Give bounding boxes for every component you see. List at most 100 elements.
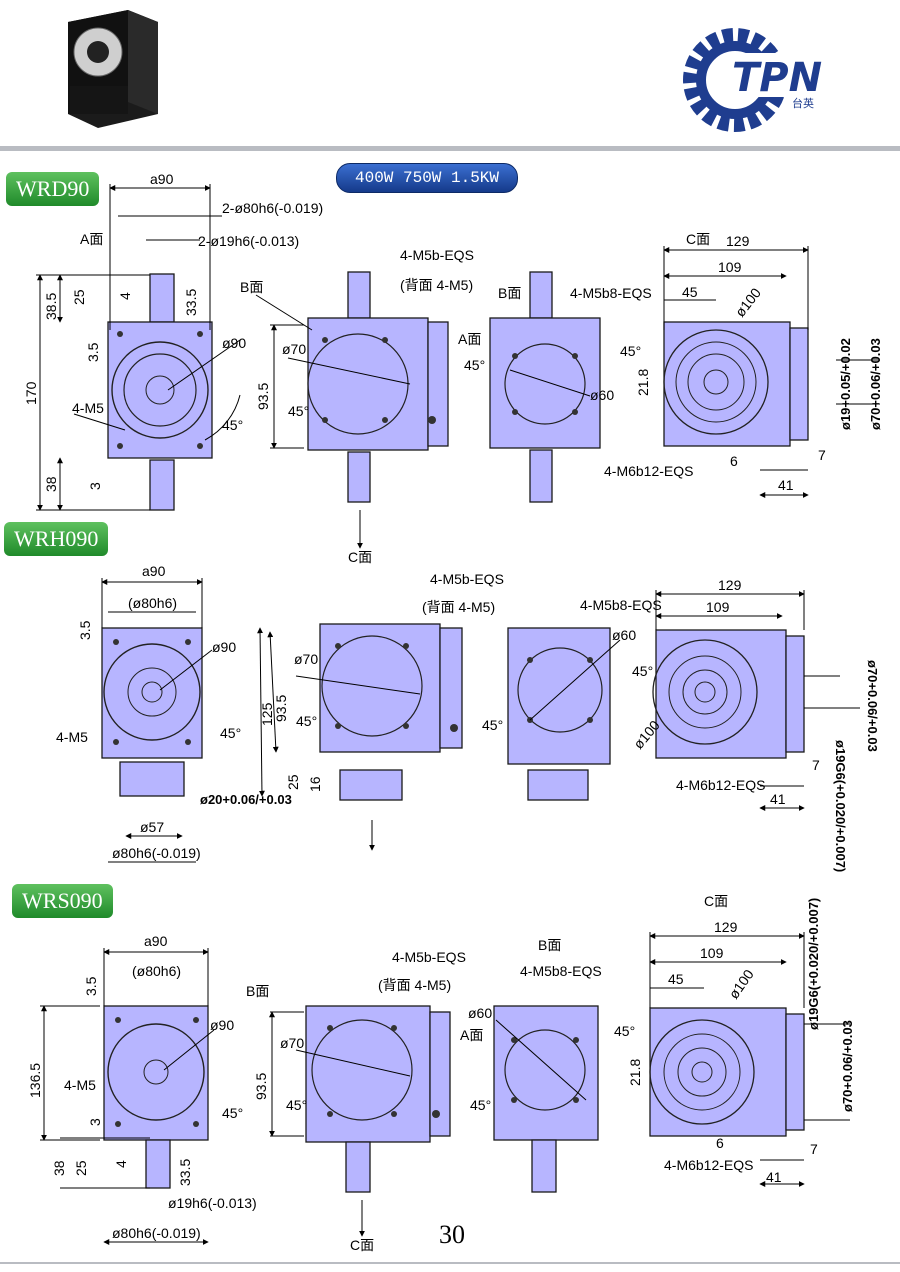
s3-face-b: B面 [246,983,269,999]
s1-d109: 109 [718,259,742,275]
s1-d100: ø100 [732,285,764,320]
s1-d70b: ø70+0.06/+0.03 [868,338,883,430]
s2-d25: 25 [285,774,301,790]
s3-d41: 41 [766,1169,782,1185]
s3-d19g: ø19G6(+0.020/+0.007) [806,898,821,1030]
s2-d80: (ø80h6) [128,595,177,611]
s1-a45b: 45° [288,403,309,419]
s1-d19: 2-ø19h6(-0.013) [198,233,299,249]
s3-m5b-back: (背面 4-M5) [378,977,451,993]
s3-face-c: C面 [350,1237,374,1253]
s1-d21-8: 21.8 [635,369,651,396]
s1-d3: 3 [87,482,103,490]
s3-d136-5: 136.5 [27,1063,43,1098]
s1-d170: 170 [23,381,39,405]
section-wrd90: a90 2-ø80h6(-0.019) 2-ø19h6(-0.013) A面 3… [23,171,883,565]
s1-face-a: A面 [80,231,103,247]
s3-d4: 4 [113,1160,129,1168]
s2-d41: 41 [770,791,786,807]
s2-a45c: 45° [482,717,503,733]
s3-a45: 45° [222,1105,243,1121]
s1-d45: 45 [682,284,698,300]
product-photo [68,10,158,128]
s2-d129: 129 [718,577,742,593]
s3-d109: 109 [700,945,724,961]
s1-m5b8: 4-M5b8-EQS [570,285,652,301]
s3-d129: 129 [714,919,738,935]
s1-d7: 7 [818,447,826,463]
s2-m5: 4-M5 [56,729,88,745]
s1-a45d: 45° [620,343,641,359]
logo-sub: 台英 [792,96,814,110]
s3-d90: ø90 [210,1017,234,1033]
s2-a45b: 45° [296,713,317,729]
s2-a45d: 45° [632,663,653,679]
s3-d7: 7 [810,1141,818,1157]
s2-d57: ø57 [140,819,164,835]
s2-d90: ø90 [212,639,236,655]
s3-d19: ø19h6(-0.013) [168,1195,257,1211]
section-wrs090: a90 (ø80h6) 3.5 ø90 136.5 4-M5 45° 3 38 … [27,893,855,1253]
s1-d38-5: 38.5 [43,293,59,320]
power-badge: 400W 750W 1.5KW [336,163,518,193]
s2-m6: 4-M6b12-EQS [676,777,765,793]
s2-a90: a90 [142,563,166,579]
s2-d109: 109 [706,599,730,615]
s2-a45: 45° [220,725,241,741]
s3-d80b: ø80h6(-0.019) [112,1225,201,1241]
s3-m5b8: 4-M5b8-EQS [520,963,602,979]
s3-d70b: ø70+0.06/+0.03 [840,1020,855,1112]
section-wrh090: a90 (ø80h6) 3.5 ø90 45° 4-M5 ø20+0.06/+0… [56,563,880,872]
s2-d19g: ø19G6(+0.020/+0.007) [833,740,848,872]
s3-d25: 25 [73,1160,89,1176]
s2-d3-5: 3.5 [77,620,93,640]
s1-face-a2: A面 [458,331,481,347]
s3-face-b2: B面 [538,937,561,953]
s1-face-c2: C面 [686,231,710,247]
s3-face-c2: C面 [704,893,728,909]
s1-d93-5: 93.5 [255,383,271,410]
s1-d129: 129 [726,233,750,249]
s1-d25: 25 [71,289,87,305]
s3-d70: ø70 [280,1035,304,1051]
s2-d70: ø70 [294,651,318,667]
footer-rule [0,1262,900,1264]
tpn-logo: TPN 台英 [683,28,840,132]
header-rule [0,146,900,151]
s3-d60: ø60 [468,1005,492,1021]
s1-a90: a90 [150,171,174,187]
s3-m6: 4-M6b12-EQS [664,1157,753,1173]
s2-m5b8: 4-M5b8-EQS [580,597,662,613]
s1-d4: 4 [117,292,133,300]
s2-d70b: ø70+0.06/+0.03 [865,660,880,752]
s2-d7: 7 [812,757,820,773]
s1-d60: ø60 [590,387,614,403]
s3-a45d: 45° [614,1023,635,1039]
s3-m5b: 4-M5b-EQS [392,949,466,965]
s3-d3-5: 3.5 [83,976,99,996]
s1-d3-5: 3.5 [85,342,101,362]
s1-m5b: 4-M5b-EQS [400,247,474,263]
s3-d100: ø100 [725,966,757,1001]
s1-m6: 4-M6b12-EQS [604,463,693,479]
logo-text: TPN [732,55,822,101]
s3-a45b: 45° [286,1097,307,1113]
s1-d6: 6 [730,453,738,469]
technical-drawing: a90 2-ø80h6(-0.019) 2-ø19h6(-0.013) A面 3… [23,171,883,1253]
s1-d38: 38 [43,476,59,492]
s1-a45: 45° [222,417,243,433]
s1-m5: 4-M5 [72,400,104,416]
s2-m5b: 4-M5b-EQS [430,571,504,587]
s3-m5: 4-M5 [64,1077,96,1093]
model-tag-wrh090: WRH090 [4,522,109,556]
s1-d41: 41 [778,477,794,493]
s1-d33-5: 33.5 [183,289,199,316]
s3-a90: a90 [144,933,168,949]
s2-d93-5: 93.5 [273,695,289,722]
s2-m5b-back: (背面 4-M5) [422,599,495,615]
s3-d93-5: 93.5 [253,1073,269,1100]
s1-d80: 2-ø80h6(-0.019) [222,200,323,216]
s3-d21-8: 21.8 [627,1059,643,1086]
s1-m5b-back: (背面 4-M5) [400,277,473,293]
